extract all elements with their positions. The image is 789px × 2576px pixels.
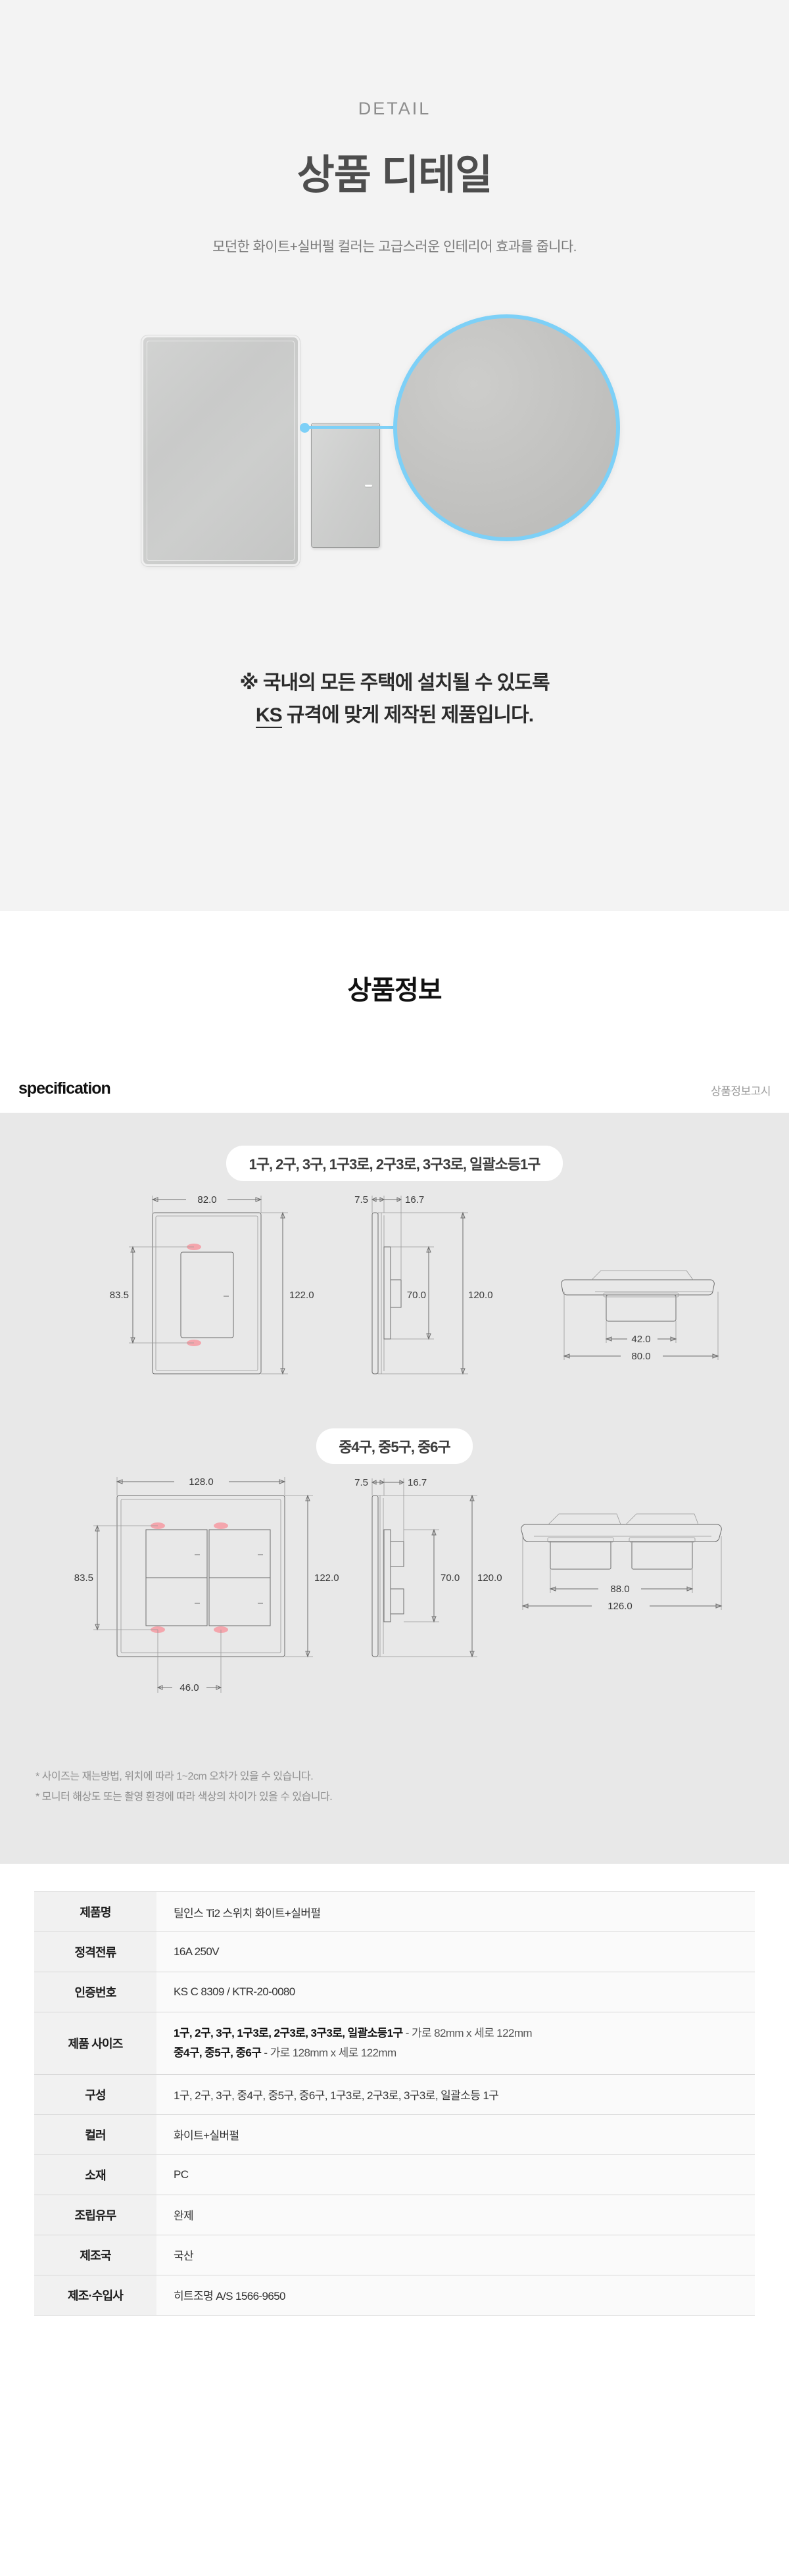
spec-value-color: 화이트+실버펄 bbox=[156, 2114, 755, 2155]
table-row: 조립유무 완제 bbox=[34, 2195, 755, 2235]
spec-label-origin: 제조국 bbox=[34, 2235, 156, 2275]
ks-underlined-text: KS bbox=[255, 704, 283, 728]
ks-notice-line2-rest: 규격에 맞게 제작된 제품입니다. bbox=[281, 704, 534, 726]
dim-g1-height: 122.0 bbox=[289, 1290, 314, 1301]
dim-g1-side-b: 16.7 bbox=[405, 1194, 424, 1205]
dim-g1-top-total: 80.0 bbox=[631, 1351, 650, 1362]
variant-group-1-label: 1구, 2구, 3구, 1구3로, 2구3로, 3구3로, 일괄소등1구 bbox=[226, 1146, 563, 1181]
product-size-line-1: 1구, 2구, 3구, 1구3로, 2구3로, 3구3로, 일괄소등1구 - 가… bbox=[174, 2024, 755, 2043]
spec-label-color: 컬러 bbox=[34, 2114, 156, 2155]
dim-g2-height: 122.0 bbox=[314, 1572, 339, 1584]
spec-label-product-size: 제품 사이즈 bbox=[34, 2012, 156, 2075]
material-closeup-circle bbox=[393, 314, 620, 541]
dim-g1-side-total: 120.0 bbox=[468, 1290, 493, 1301]
spec-value-material: PC bbox=[156, 2154, 755, 2195]
detail-title: 상품 디테일 bbox=[297, 153, 492, 198]
table-row: 정격전류 16A 250V bbox=[34, 1932, 755, 1972]
table-row: 제품 사이즈 1구, 2구, 3구, 1구3로, 2구3로, 3구3로, 일괄소… bbox=[34, 2012, 755, 2075]
product-size-line-2-bold: 중4구, 중5구, 중6구 bbox=[174, 2047, 262, 2060]
spec-label-assembly: 조립유무 bbox=[34, 2195, 156, 2235]
spec-value-manufacturer: 히트조명 A/S 1566-9650 bbox=[156, 2275, 755, 2316]
drawing-notes: * 사이즈는 재는방법, 위치에 따라 1~2cm 오차가 있을 수 있습니다.… bbox=[0, 1747, 789, 1838]
specification-header: specification 상품정보고시 bbox=[0, 1079, 789, 1113]
switch-indicator-dot bbox=[365, 485, 372, 487]
variant-group-2-label: 중4구, 중5구, 중6구 bbox=[316, 1428, 473, 1464]
detail-subtitle: 모던한 화이트+실버펄 컬러는 고급스러운 인테리어 효과를 줍니다. bbox=[212, 239, 577, 255]
table-row: 구성 1구, 2구, 3구, 중4구, 중5구, 중6구, 1구3로, 2구3로… bbox=[34, 2074, 755, 2115]
product-size-line-2: 중4구, 중5구, 중6구 - 가로 128mm x 세로 122mm bbox=[174, 2043, 755, 2063]
dim-g2-bottom-pitch: 46.0 bbox=[179, 1682, 199, 1693]
product-size-line-2-rest: - 가로 128mm x 세로 122mm bbox=[261, 2047, 396, 2060]
dim-g2-inner-height: 83.5 bbox=[74, 1572, 93, 1584]
switch-plate-image bbox=[143, 337, 380, 564]
technical-drawing-group-2: 128.0 83.5 122.0 bbox=[0, 1464, 789, 1747]
spec-value-cert-number: KS C 8309 / KTR-20-0080 bbox=[156, 1972, 755, 2012]
dim-g1-side-inner: 70.0 bbox=[407, 1290, 426, 1301]
drawing-note-2: * 모니터 해상도 또는 촬영 환경에 따라 색상의 차이가 있을 수 있습니다… bbox=[36, 1791, 333, 1803]
drawing-svg-group-1: 82.0 83.5 122.0 bbox=[110, 1194, 789, 1418]
ks-notice-line1: ※ 국내의 모든 주택에 설치될 수 있도록 bbox=[239, 672, 550, 694]
dim-g2-top-total: 126.0 bbox=[608, 1601, 633, 1612]
product-figure bbox=[0, 312, 789, 621]
drawing-svg-group-2: 128.0 83.5 122.0 bbox=[74, 1476, 789, 1693]
spec-value-rated-current: 16A 250V bbox=[156, 1932, 755, 1972]
dim-g2-side-inner: 70.0 bbox=[441, 1572, 460, 1584]
dim-g1-width: 82.0 bbox=[197, 1194, 216, 1205]
callout-line bbox=[304, 426, 396, 429]
drawing-note-1: * 사이즈는 재는방법, 위치에 따라 1~2cm 오차가 있을 수 있습니다. bbox=[36, 1771, 314, 1782]
spec-label-material: 소재 bbox=[34, 2154, 156, 2195]
technical-drawings-panel: 1구, 2구, 3구, 1구3로, 2구3로, 3구3로, 일괄소등1구 bbox=[0, 1113, 789, 1864]
spec-label-composition: 구성 bbox=[34, 2074, 156, 2115]
dim-g1-top-inner: 42.0 bbox=[631, 1334, 650, 1345]
ks-notice: ※ 국내의 모든 주택에 설치될 수 있도록 KS 규격에 맞게 제작된 제품입… bbox=[0, 668, 789, 731]
product-info-section: 상품정보 specification 상품정보고시 1구, 2구, 3구, 1구… bbox=[0, 911, 789, 2316]
spec-value-product-size: 1구, 2구, 3구, 1구3로, 2구3로, 3구3로, 일괄소등1구 - 가… bbox=[156, 2012, 755, 2075]
product-detail-page: DETAIL 상품 디테일 모던한 화이트+실버펄 컬러는 고급스러운 인테리어… bbox=[0, 0, 789, 2316]
spec-label-product-name: 제품명 bbox=[34, 1891, 156, 1932]
spec-value-origin: 국산 bbox=[156, 2235, 755, 2275]
product-info-title: 상품정보 bbox=[347, 976, 442, 1005]
spec-label-cert-number: 인증번호 bbox=[34, 1972, 156, 2012]
product-size-line-1-bold: 1구, 2구, 3구, 1구3로, 2구3로, 3구3로, 일괄소등1구 bbox=[174, 2027, 403, 2040]
dim-g2-side-a: 7.5 bbox=[354, 1477, 368, 1488]
spec-label-manufacturer: 제조·수입사 bbox=[34, 2275, 156, 2316]
table-row: 제조국 국산 bbox=[34, 2235, 755, 2275]
dim-g2-side-total: 120.0 bbox=[477, 1572, 502, 1584]
spec-value-assembly: 완제 bbox=[156, 2195, 755, 2235]
technical-drawing-group-1: 82.0 83.5 122.0 bbox=[0, 1181, 789, 1418]
product-notice-label: 상품정보고시 bbox=[711, 1085, 771, 1098]
detail-section: DETAIL 상품 디테일 모던한 화이트+실버펄 컬러는 고급스러운 인테리어… bbox=[0, 0, 789, 911]
detail-eyebrow: DETAIL bbox=[358, 99, 431, 118]
product-size-line-1-rest: - 가로 82mm x 세로 122mm bbox=[402, 2027, 533, 2040]
table-row: 제조·수입사 히트조명 A/S 1566-9650 bbox=[34, 2275, 755, 2316]
table-row: 컬러 화이트+실버펄 bbox=[34, 2114, 755, 2155]
dim-g1-side-a: 7.5 bbox=[354, 1194, 368, 1205]
spec-value-composition: 1구, 2구, 3구, 중4구, 중5구, 중6구, 1구3로, 2구3로, 3… bbox=[156, 2074, 755, 2115]
table-row: 제품명 틸인스 Ti2 스위치 화이트+실버펄 bbox=[34, 1891, 755, 1932]
dim-g2-top-inner: 88.0 bbox=[610, 1584, 629, 1595]
ks-notice-line2: KS 규격에 맞게 제작된 제품입니다. bbox=[0, 700, 789, 732]
specification-table: 제품명 틸인스 Ti2 스위치 화이트+실버펄 정격전류 16A 250V 인증… bbox=[34, 1891, 755, 2316]
dim-g1-inner-height: 83.5 bbox=[110, 1290, 129, 1301]
dim-g2-width: 128.0 bbox=[189, 1476, 214, 1488]
spec-value-product-name: 틸인스 Ti2 스위치 화이트+실버펄 bbox=[156, 1891, 755, 1932]
dim-g2-side-b: 16.7 bbox=[408, 1477, 427, 1488]
spec-label-rated-current: 정격전류 bbox=[34, 1932, 156, 1972]
specification-label: specification bbox=[18, 1079, 111, 1098]
table-row: 인증번호 KS C 8309 / KTR-20-0080 bbox=[34, 1972, 755, 2012]
table-row: 소재 PC bbox=[34, 2154, 755, 2195]
switch-rocker bbox=[311, 423, 380, 548]
